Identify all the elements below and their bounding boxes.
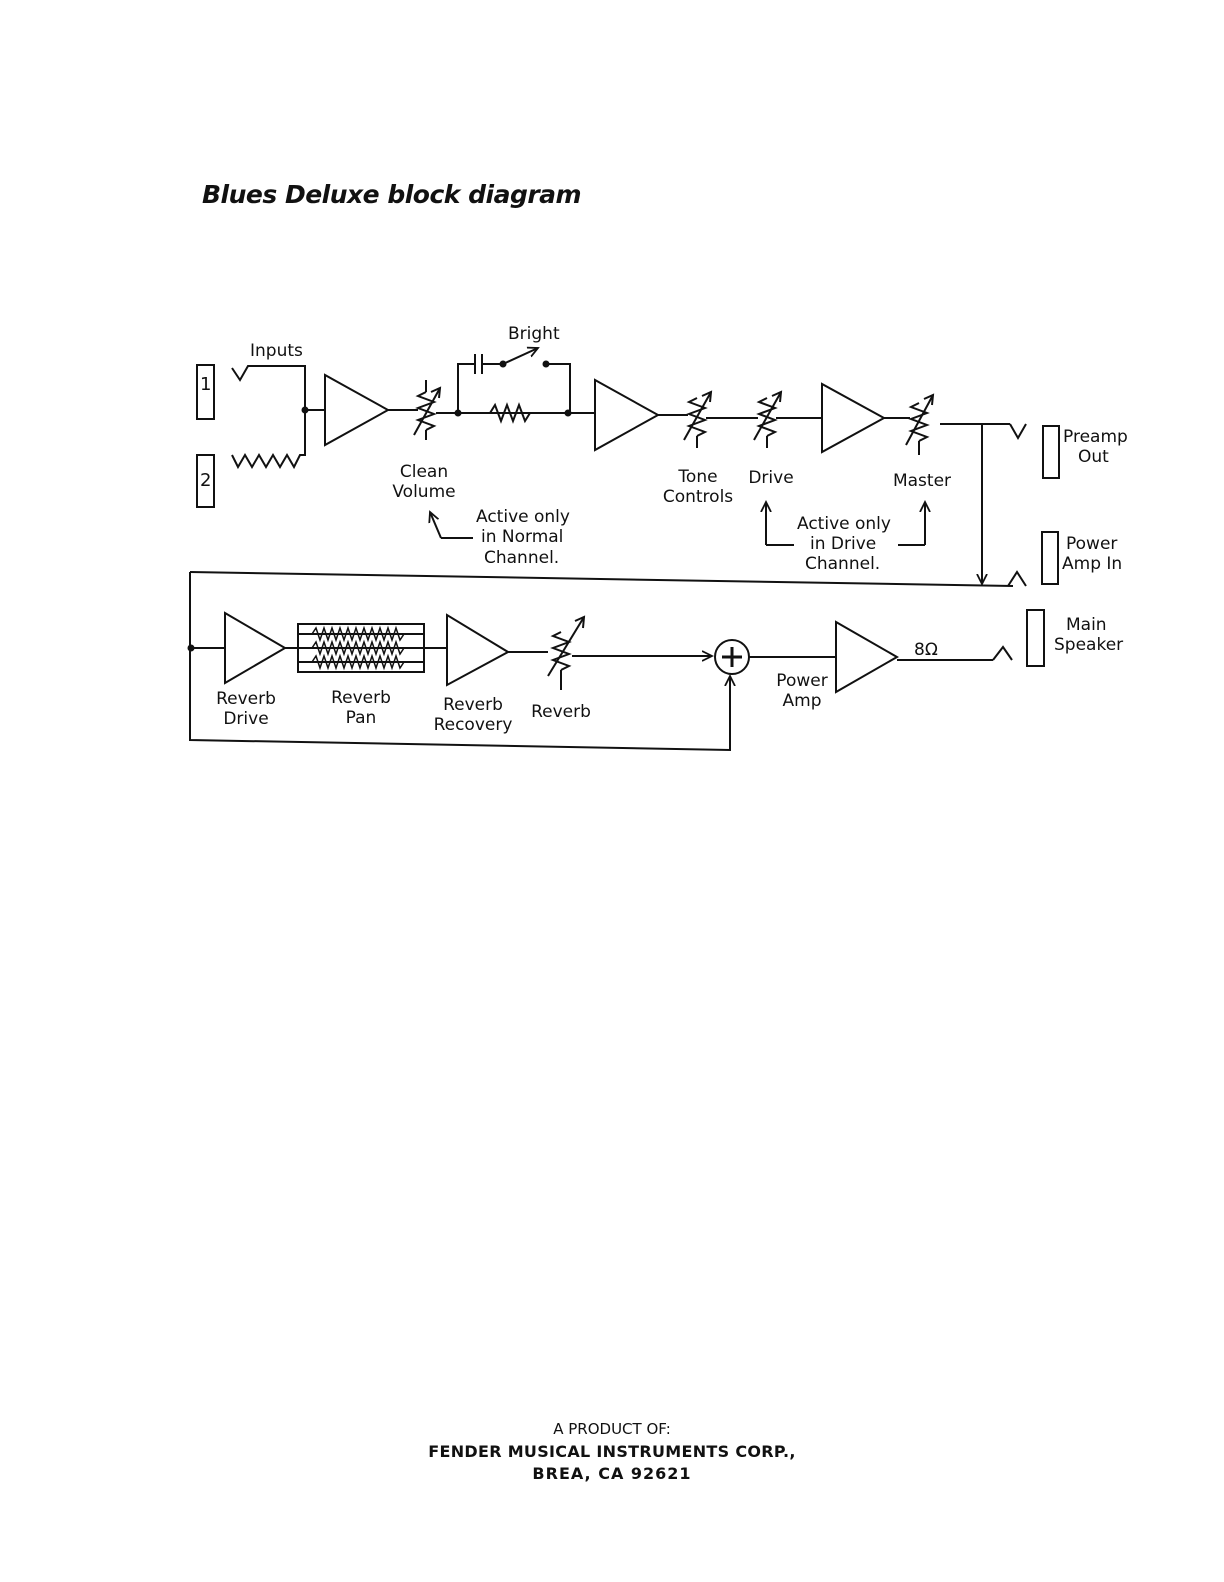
input-jack-2 (196, 454, 215, 508)
preamp-out-jack (1042, 425, 1060, 479)
preamp-triangle-2 (594, 378, 661, 452)
power-amp-label-2: Amp (783, 691, 822, 711)
clean-volume-label-1: Clean (400, 462, 448, 482)
impedance-label: 8Ω (914, 640, 938, 660)
preamp-triangle-1 (324, 373, 391, 447)
power-amp-in-label-2: Amp In (1062, 554, 1122, 574)
power-amp-in-label-1: Power (1066, 534, 1117, 554)
power-amp-in-jack (1041, 531, 1059, 585)
reverb-recovery-label-1: Reverb (443, 695, 503, 715)
input-jack-1 (196, 364, 215, 420)
footer-line-1: A PRODUCT OF: (553, 1420, 671, 1438)
preamp-out-label-2: Out (1078, 447, 1109, 467)
clean-volume-pot (413, 380, 442, 440)
normal-note-2: in Normal (481, 527, 563, 547)
inputs-label: Inputs (250, 341, 303, 361)
reverb-recovery-triangle (446, 613, 511, 687)
power-amp-triangle (835, 620, 900, 694)
reverb-pan-label-2: Pan (346, 708, 377, 728)
drive-pot (753, 390, 783, 448)
footer-line-2: FENDER MUSICAL INSTRUMENTS CORP., (428, 1442, 796, 1461)
power-amp-label-1: Power (776, 671, 827, 691)
normal-note-1: Active only (476, 507, 570, 527)
main-speaker-label-1: Main (1066, 615, 1107, 635)
input2-resistor (231, 410, 306, 470)
drive-channel-note-3: Channel. (805, 554, 880, 574)
summing-junction (714, 639, 750, 675)
tone-controls-label-1: Tone (677, 467, 717, 487)
reverb-drive-label-1: Reverb (216, 689, 276, 709)
input-1-label: 1 (200, 374, 211, 395)
reverb-pan-tank (297, 623, 425, 673)
drive-channel-note-1: Active only (797, 514, 891, 534)
reverb-pan-label-1: Reverb (331, 688, 391, 708)
clean-volume-label-2: Volume (392, 482, 455, 502)
page-title: Blues Deluxe block diagram (202, 180, 582, 209)
input1-wire (231, 365, 306, 410)
master-pot (905, 393, 935, 455)
reverb-label: Reverb (531, 702, 591, 722)
main-speaker-label-2: Speaker (1054, 635, 1123, 655)
footer-line-3: BREA, CA 92621 (532, 1464, 692, 1483)
tone-controls-pot (683, 390, 713, 448)
drive-channel-note-2: in Drive (810, 534, 876, 554)
reverb-drive-label-2: Drive (223, 709, 268, 729)
reverb-recovery-label-2: Recovery (434, 715, 513, 735)
drive-label: Drive (748, 468, 793, 488)
reverb-pot (547, 615, 586, 690)
tone-controls-label-2: Controls (663, 487, 733, 507)
main-speaker-jack (1026, 609, 1045, 667)
preamp-out-label-1: Preamp (1063, 427, 1128, 447)
reverb-drive-triangle (224, 611, 287, 685)
normal-note-3: Channel. (484, 548, 559, 568)
preamp-triangle-3 (821, 382, 887, 454)
bright-label: Bright (508, 324, 560, 344)
master-label: Master (893, 471, 951, 491)
input-2-label: 2 (200, 470, 211, 491)
